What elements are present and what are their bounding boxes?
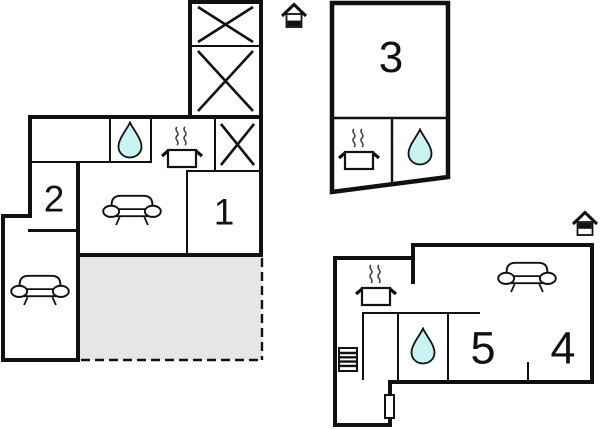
wall-segment: [527, 362, 529, 380]
wall-segment: [188, 0, 192, 119]
room-2-label: 2: [43, 178, 65, 220]
wall-segment: [28, 115, 263, 119]
house-ground-floor-icon: [280, 2, 308, 28]
house-upper-floor-icon: [571, 210, 599, 236]
crossed-box-icon: [197, 5, 254, 44]
wall-segment: [214, 119, 216, 172]
wall-segment: [411, 243, 594, 247]
wall-segment: [76, 253, 263, 257]
room-4-label: 4: [550, 322, 576, 374]
wall-segment: [188, 0, 263, 4]
wall-segment: [1, 214, 32, 218]
wall-segment: [362, 312, 364, 380]
wall-segment: [28, 229, 76, 232]
room-3-label: 3: [378, 33, 404, 82]
wall-segment: [333, 256, 415, 260]
crossed-box-icon: [197, 50, 254, 112]
wall-segment: [411, 243, 415, 260]
cooking-pot-icon: [354, 264, 398, 307]
wall-segment: [333, 423, 392, 427]
wall-segment: [109, 119, 111, 161]
radiator-icon: [338, 347, 358, 372]
water-drop-icon: [117, 121, 143, 159]
wall-segment: [362, 312, 480, 314]
wall-segment: [76, 163, 80, 362]
wall-segment: [447, 312, 449, 380]
wall-segment: [32, 161, 152, 163]
wall-segment: [590, 243, 594, 384]
wall-segment: [388, 380, 594, 384]
wall-segment: [28, 115, 32, 218]
wall-segment: [186, 170, 188, 253]
cooking-pot-icon: [160, 126, 204, 169]
room-5-label: 5: [470, 322, 496, 374]
water-drop-icon: [407, 128, 433, 166]
room-1-label: 1: [213, 191, 235, 233]
wall-segment: [333, 256, 337, 427]
water-drop-icon: [410, 327, 436, 365]
sofa-icon: [10, 274, 70, 306]
wall-segment: [186, 170, 259, 172]
sofa-icon: [497, 261, 557, 293]
door-leaf: [384, 394, 395, 419]
wall-segment: [397, 312, 399, 380]
wall-segment: [192, 45, 259, 47]
terrace-area: [80, 257, 264, 362]
wall-segment: [1, 358, 80, 362]
wall-segment: [411, 260, 415, 284]
sofa-icon: [102, 194, 162, 226]
wall-segment: [259, 0, 263, 257]
cooking-pot-icon: [337, 128, 381, 171]
wall-segment: [150, 119, 152, 161]
crossed-box-icon: [219, 123, 256, 166]
wall-segment: [1, 214, 5, 362]
